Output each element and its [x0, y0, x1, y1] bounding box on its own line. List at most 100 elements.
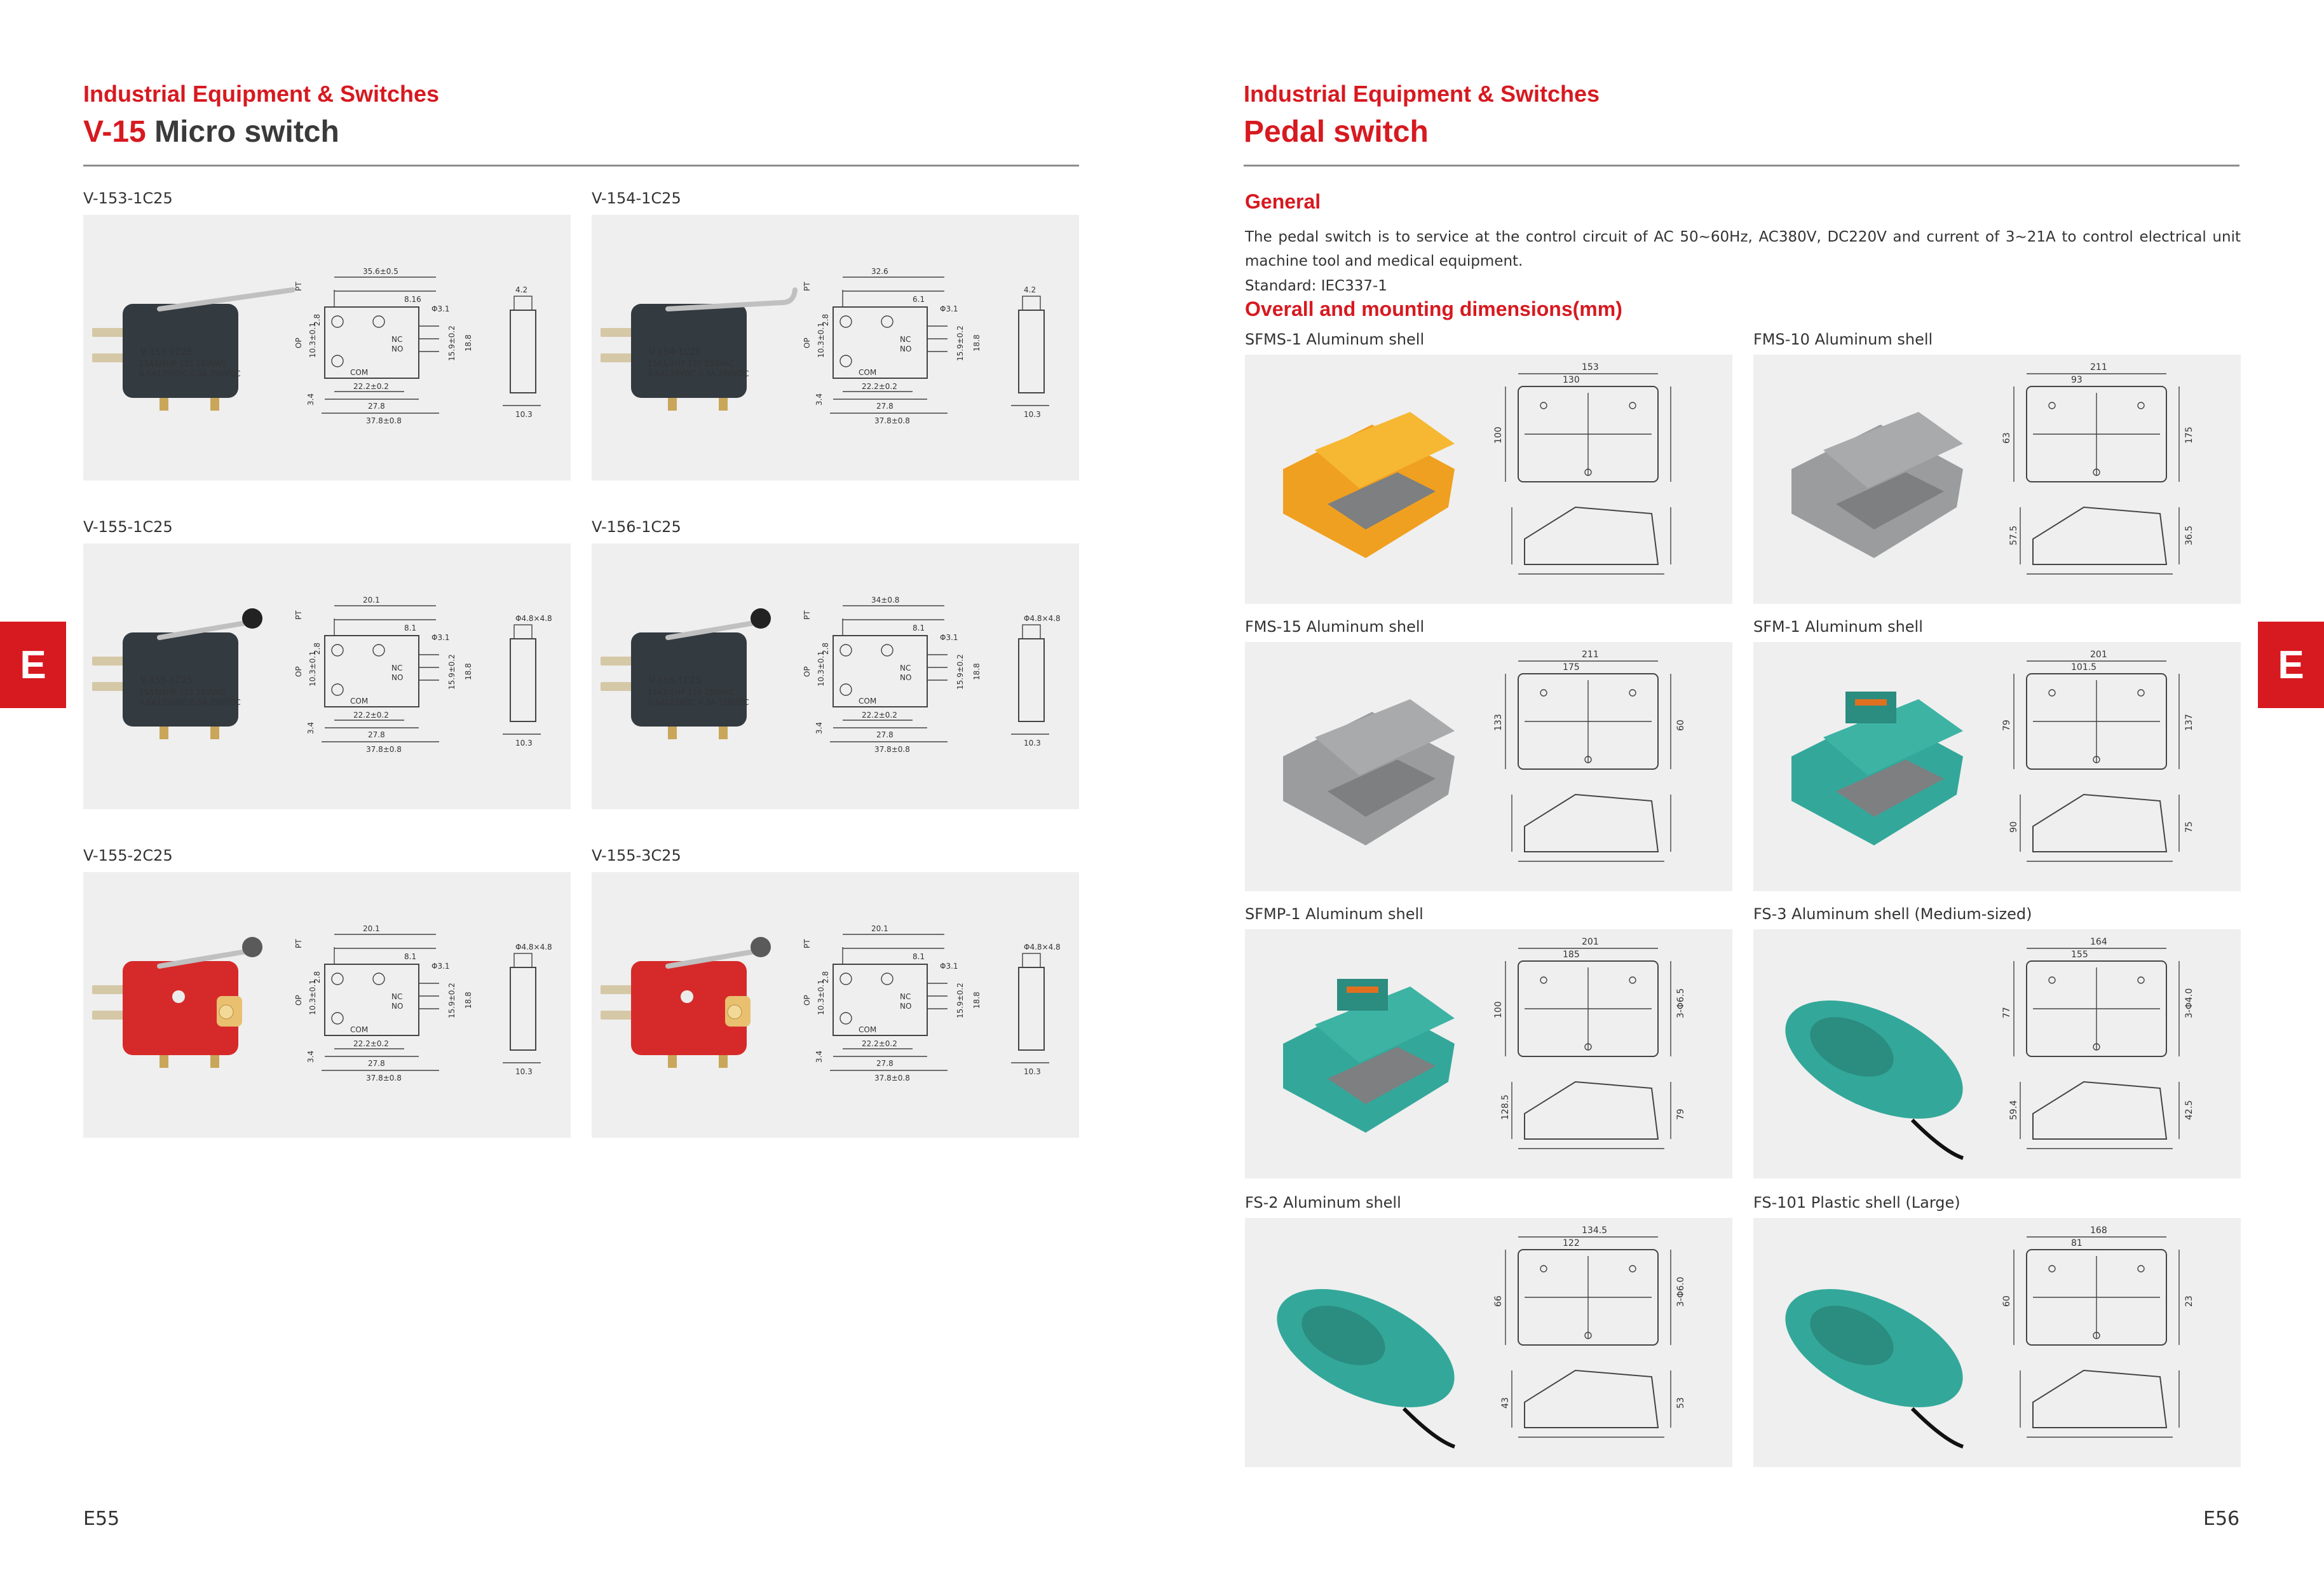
dimension-top: 20.1	[363, 924, 380, 933]
dimension-2: 175	[1563, 662, 1580, 672]
dimension-34: 3.4	[815, 1051, 824, 1063]
switch-body	[631, 632, 747, 727]
dimension-159: 15.9±0.2	[956, 325, 965, 361]
dimension-378: 37.8±0.8	[366, 745, 402, 754]
nameplate	[1347, 986, 1378, 993]
outline-side	[510, 310, 536, 393]
terminal-tab	[92, 657, 124, 666]
product-model-label: V-153-1C25	[83, 189, 173, 207]
dimension-4: 3-Φ6.0	[1676, 1277, 1686, 1307]
dimension-height: 10.3±0.1	[308, 980, 317, 1015]
terminal-com-label: COM	[859, 368, 876, 377]
pedal-photo	[1283, 412, 1455, 558]
top-view-outline	[1518, 386, 1659, 482]
top-view-outline	[2026, 386, 2167, 482]
dimension-side-top: Φ4.8×4.8	[1024, 614, 1061, 623]
dimension-5: 59.4	[2009, 1100, 2019, 1120]
dimension-28: 2.8	[821, 314, 830, 326]
dimension-222: 22.2±0.2	[862, 1039, 897, 1048]
dimension-28: 2.8	[313, 643, 322, 655]
dimension-28: 2.8	[821, 971, 830, 983]
dimension-side-width: 10.3	[515, 739, 533, 748]
actuator-lever	[665, 287, 798, 311]
terminal-com-label: COM	[350, 1025, 368, 1034]
dimension-1: 168	[2090, 1225, 2107, 1236]
dimension-3: 100	[1493, 1001, 1504, 1018]
outline-body	[832, 306, 928, 379]
switch-body	[123, 961, 238, 1055]
actuator-lever	[157, 948, 252, 969]
dimension-4: 3-Φ6.5	[1676, 988, 1686, 1018]
dimension-34: 3.4	[306, 722, 315, 734]
roller	[751, 608, 771, 629]
terminal-no-label: NO	[900, 345, 911, 353]
pedal-photo	[1283, 979, 1455, 1133]
dimension-1: 211	[2090, 362, 2107, 372]
switch-body-text: V-155-1C25	[140, 676, 193, 686]
outline-side	[1018, 638, 1045, 722]
switch-spec-text: 15A1/2HP 125 250VAC	[139, 359, 226, 368]
outline-body	[832, 635, 928, 707]
terminal-tab	[92, 682, 124, 691]
dimension-159: 15.9±0.2	[956, 983, 965, 1018]
dimension-34: 3.4	[306, 1051, 315, 1063]
dimension-188: 18.8	[464, 992, 473, 1009]
dimension-2: 101.5	[2071, 662, 2096, 672]
terminal-no-label: NO	[900, 1002, 911, 1011]
side-view-outline	[2032, 506, 2168, 565]
product-model-label: V-154-1C25	[592, 189, 681, 207]
switch-body	[123, 304, 238, 398]
dimension-3: 100	[1493, 427, 1504, 444]
dimension-a: 8.1	[913, 952, 925, 961]
pedal-cable	[1910, 1407, 1964, 1449]
pedal-cover	[1823, 412, 1963, 488]
dimension-side-width: 10.3	[1024, 410, 1041, 419]
top-view-outline	[1518, 1249, 1659, 1346]
dimension-op: OP	[803, 666, 812, 677]
page-number-left: E55	[83, 1508, 120, 1530]
actuator-lever	[665, 620, 761, 640]
switch-body-text: V-156-1C25	[649, 676, 701, 686]
dimension-159: 15.9±0.2	[447, 654, 456, 690]
outline-side	[1018, 967, 1045, 1051]
tread-pattern	[1810, 1017, 1894, 1077]
dimension-pt: PT	[803, 610, 812, 620]
terminal-tab	[601, 328, 632, 337]
pedal-photo	[1791, 692, 1963, 845]
terminal-no-label: NO	[391, 345, 403, 353]
dimension-side-top: Φ4.8×4.8	[1024, 943, 1061, 952]
top-view-outline	[1518, 960, 1659, 1057]
dimension-6: 75	[2184, 821, 2194, 833]
dimension-159: 15.9±0.2	[956, 654, 965, 690]
dimension-pt: PT	[294, 939, 303, 948]
product-model-label: V-156-1C25	[592, 518, 681, 536]
micro-switch-figure: 20.18.1Φ3.1OPPT10.3±0.12.83.422.2±0.227.…	[92, 924, 552, 1082]
product-model-label: FMS-10 Aluminum shell	[1753, 331, 1933, 348]
dimension-hole: Φ3.1	[432, 962, 450, 971]
nameplate	[1855, 699, 1887, 706]
dimension-222: 22.2±0.2	[353, 382, 389, 391]
dimension-28: 2.8	[313, 971, 322, 983]
terminal-pin	[719, 727, 728, 739]
dimension-34: 3.4	[815, 393, 824, 406]
dimension-278: 27.8	[368, 1059, 385, 1068]
right-page-title: Pedal switch	[1244, 115, 1429, 149]
switch-spec-text: 0.6A125VDC 0.3A 250VDC	[648, 369, 749, 378]
right-header-rule	[1244, 165, 2239, 167]
dimension-2: 185	[1563, 950, 1580, 960]
dimension-4: 137	[2184, 714, 2194, 731]
pedal-photo	[1277, 1289, 1456, 1449]
